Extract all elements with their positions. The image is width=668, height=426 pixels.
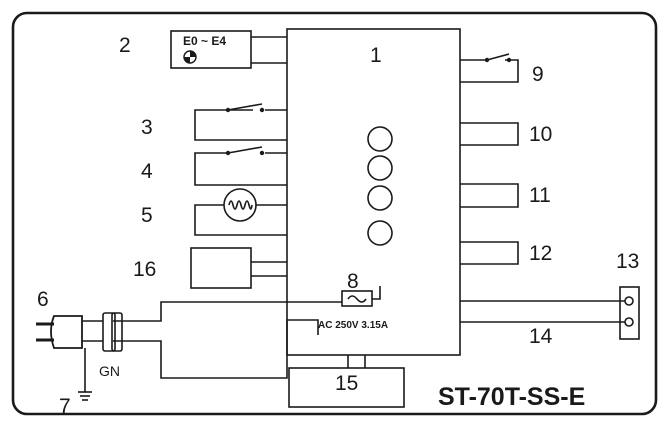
label-3: 3: [141, 116, 153, 139]
label-7: 7: [59, 395, 71, 418]
label-16: 16: [133, 258, 156, 281]
terminal-screw-2: [624, 317, 634, 327]
heater-5-loop: [194, 204, 287, 236]
fuse-rating-label: AC 250V 3.15A: [318, 320, 388, 331]
label-2: 2: [119, 34, 131, 57]
output-10-loop: [460, 122, 519, 146]
ground-icon: [78, 348, 92, 401]
switch-4-blade: [227, 146, 263, 154]
display-button-1: [367, 126, 393, 152]
component-16-box: [190, 247, 252, 289]
switch-9-contact-a: [484, 57, 490, 63]
heater-coil: [228, 200, 253, 210]
heater-icon: [223, 188, 257, 222]
label-9: 9: [532, 63, 544, 86]
label-15: 15: [335, 372, 358, 395]
controller-box: [286, 28, 461, 356]
switch-4-contact-a: [225, 150, 231, 156]
power-wire-neutral: [113, 319, 319, 379]
sensor-icon: [183, 50, 197, 64]
display-button-2: [367, 155, 393, 181]
filter-core-b: [111, 312, 123, 352]
label-6: 6: [37, 288, 49, 311]
label-1: 1: [370, 44, 382, 67]
display-button-3: [367, 185, 393, 211]
display-code-label: E0 ~ E4: [183, 34, 226, 48]
terminal-screw-1: [624, 296, 634, 306]
model-label: ST-70T-SS-E: [438, 383, 585, 411]
output-12-loop: [460, 241, 519, 265]
power-wire-live: [113, 301, 342, 322]
terminal-block-13: [619, 286, 640, 340]
display-module-box: [170, 30, 252, 69]
component-15-box: [288, 367, 405, 408]
switch-4-contact-b: [259, 150, 265, 156]
switch-9-loop: [460, 59, 519, 83]
switch-3-contact-a: [225, 107, 231, 113]
fuse-wire-right: [372, 286, 381, 300]
display-button-4: [367, 220, 393, 246]
outer-frame: [11, 11, 658, 416]
label-12: 12: [529, 242, 552, 265]
switch-4-loop: [194, 152, 287, 186]
label-8: 8: [347, 270, 359, 293]
switch-3-contact-b: [259, 107, 265, 113]
fuse-icon: [347, 295, 367, 303]
label-13: 13: [616, 250, 639, 273]
switch-3-blade: [227, 103, 263, 111]
label-4: 4: [141, 160, 153, 183]
label-5: 5: [141, 204, 153, 227]
label-14: 14: [529, 325, 553, 348]
label-11: 11: [529, 184, 551, 207]
ground-label: GN: [99, 363, 120, 379]
output-11-loop: [460, 183, 519, 208]
power-plug-icon: [36, 315, 103, 349]
switch-9-contact-b: [506, 57, 512, 63]
label-10: 10: [529, 123, 552, 146]
switch-9-blade: [486, 53, 510, 61]
switch-3-loop: [194, 109, 287, 141]
filter-core-a: [102, 312, 116, 352]
